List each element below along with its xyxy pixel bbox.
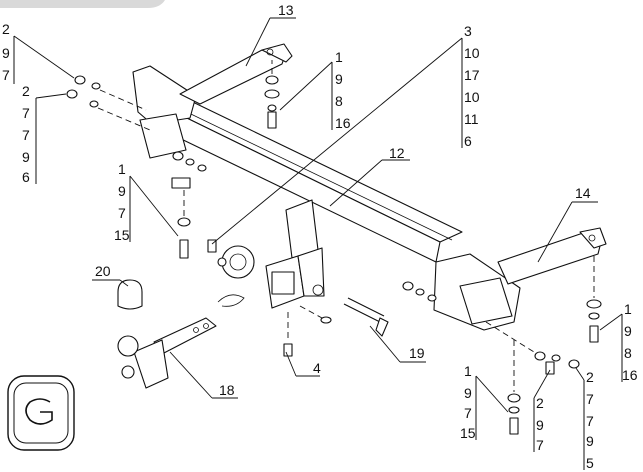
stack-left: 2 7 7 9 6	[22, 83, 30, 185]
stack-value: 9	[464, 385, 472, 401]
stack-right: 1 9 8 16	[622, 301, 638, 383]
fasteners	[66, 75, 602, 435]
stack-value: 1	[118, 161, 126, 177]
stack-value: 16	[335, 115, 351, 131]
callout-14: 14	[575, 185, 591, 201]
stack-topright: 3 10 17 10 11 6	[464, 23, 480, 149]
stack-value: 6	[464, 133, 472, 149]
stack-value: 8	[624, 345, 632, 361]
receiver-hitch	[265, 199, 325, 309]
stack-value: 9	[624, 323, 632, 339]
stack-value: 6	[22, 169, 30, 185]
hitch-pin	[343, 297, 389, 337]
stack-value: 9	[586, 433, 594, 449]
stack-topleft: 2 9 7	[2, 21, 10, 83]
stack-value: 2	[586, 369, 594, 385]
stack-value: 8	[335, 93, 343, 109]
stack-value: 15	[460, 425, 476, 441]
callout-18: 18	[219, 382, 235, 398]
stack-value: 9	[536, 417, 544, 433]
stack-bottomright2: 2 7 7 9 5	[586, 369, 594, 471]
callout-labels: 13 12 14 20 4 19 18	[95, 2, 591, 398]
stack-value: 2	[22, 83, 30, 99]
brand-logo-icon	[7, 375, 75, 451]
stack-midleft: 1 9 7 15	[114, 161, 130, 243]
socket-plate	[217, 245, 255, 279]
stack-value: 15	[114, 227, 130, 243]
stack-value: 2	[2, 21, 10, 37]
callout-19: 19	[409, 345, 425, 361]
ball-cap	[117, 279, 143, 310]
stack-rules	[13, 36, 623, 470]
stack-value: 1	[335, 49, 343, 65]
stack-value: 7	[22, 105, 30, 121]
stack-value: 10	[464, 89, 480, 105]
stack-value: 3	[464, 23, 472, 39]
stack-value: 1	[464, 363, 472, 379]
callout-12: 12	[389, 145, 405, 161]
callout-20: 20	[95, 263, 111, 279]
stack-value: 17	[464, 67, 480, 83]
spring-clip	[217, 294, 245, 307]
stack-value: 9	[118, 183, 126, 199]
stack-value: 7	[586, 391, 594, 407]
stack-bottommid: 1 9 7 15	[460, 363, 476, 441]
leader-lines	[13, 17, 623, 413]
side-arm-left	[179, 43, 293, 105]
assembly-lines	[97, 60, 595, 392]
stack-value: 7	[118, 205, 126, 221]
stack-value: 7	[22, 127, 30, 143]
side-arm-right	[497, 227, 607, 285]
stack-value: 11	[464, 111, 479, 127]
stack-value: 7	[586, 413, 594, 429]
crossbar-part	[132, 65, 521, 331]
stack-value: 1	[624, 301, 632, 317]
stack-value: 10	[464, 45, 480, 61]
stack-value: 7	[464, 405, 472, 421]
stack-value: 7	[2, 67, 10, 83]
stack-value: 16	[622, 367, 638, 383]
header-tab	[0, 0, 165, 8]
stack-value: 9	[22, 149, 30, 165]
stack-bottomright1: 2 9 7	[536, 395, 544, 453]
ball-mount	[117, 317, 217, 389]
stack-value: 7	[536, 437, 544, 453]
stack-value: 9	[335, 71, 343, 87]
stack-value: 9	[2, 45, 10, 61]
callout-4: 4	[313, 360, 321, 376]
stack-topmid: 1 9 8 16	[335, 49, 351, 131]
stack-value: 2	[536, 395, 544, 411]
callout-13: 13	[278, 2, 294, 18]
stack-value: 5	[586, 455, 594, 471]
